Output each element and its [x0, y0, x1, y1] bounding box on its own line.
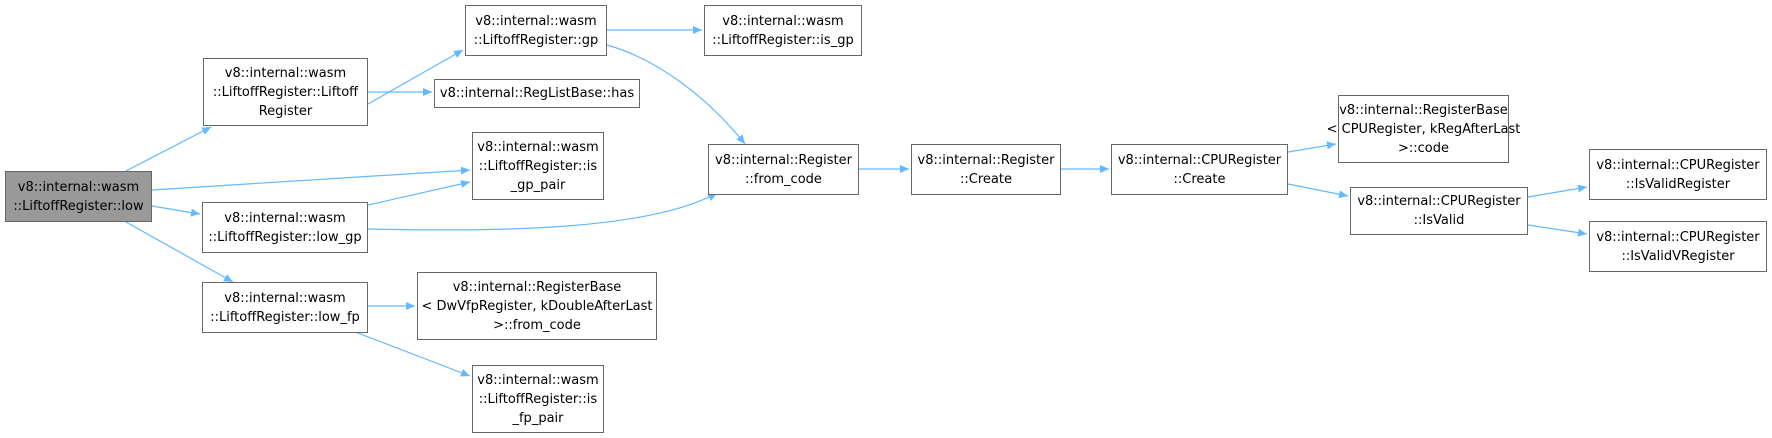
node-cpu-register-is-valid-register[interactable]: v8::internal::CPURegister ::IsValidRegis… [1589, 149, 1767, 200]
node-reglistbase-has[interactable]: v8::internal::RegListBase::has [434, 79, 640, 108]
node-liftoff-register-is-fp-pair[interactable]: v8::internal::wasm ::LiftoffRegister::is… [472, 365, 604, 433]
edge-cpu-create-to-isvalid [1287, 183, 1349, 199]
node-liftoff-register-gp[interactable]: v8::internal::wasm ::LiftoffRegister::gp [465, 5, 607, 56]
edge-ctor-to-gp [367, 49, 464, 105]
node-cpu-register-isvalid[interactable]: v8::internal::CPURegister ::IsValid [1350, 187, 1528, 235]
node-register-from-code[interactable]: v8::internal::Register ::from_code [708, 144, 859, 195]
node-liftoff-register-low-gp[interactable]: v8::internal::wasm ::LiftoffRegister::lo… [202, 202, 368, 253]
node-liftoff-register-ctor[interactable]: v8::internal::wasm ::LiftoffRegister::Li… [203, 58, 368, 126]
edge-cpu-create-to-regbase-code [1287, 141, 1337, 153]
edge-isvalid-to-is-valid-vregister [1527, 224, 1588, 237]
edge-low-to-low-fp [125, 221, 234, 283]
node-liftoff-register-is-gp[interactable]: v8::internal::wasm ::LiftoffRegister::is… [704, 5, 862, 56]
edge-low-to-low-gp [151, 205, 201, 217]
node-registerbase-code[interactable]: v8::internal::RegisterBase < CPURegister… [1327, 95, 1520, 163]
node-liftoff-register-is-gp-pair[interactable]: v8::internal::wasm ::LiftoffRegister::is… [472, 132, 604, 200]
node-register-create[interactable]: v8::internal::Register ::Create [911, 144, 1061, 195]
node-liftoff-register-low[interactable]: v8::internal::wasm ::LiftoffRegister::lo… [5, 171, 152, 222]
edge-low-gp-to-reg-from-code [367, 192, 718, 231]
node-liftoff-register-low-fp[interactable]: v8::internal::wasm ::LiftoffRegister::lo… [202, 282, 368, 333]
edge-isvalid-to-is-valid-register [1527, 184, 1588, 198]
edge-low-fp-to-is-fp-pair [349, 329, 471, 377]
node-dwvfp-register-from-code[interactable]: v8::internal::RegisterBase < DwVfpRegist… [417, 272, 657, 340]
edge-low-to-ctor [125, 126, 212, 172]
edge-gp-to-reg-from-code [606, 44, 746, 145]
node-cpu-register-create[interactable]: v8::internal::CPURegister ::Create [1111, 144, 1288, 195]
edge-low-gp-to-is-gp-pair [367, 180, 471, 206]
node-cpu-register-is-valid-vregister[interactable]: v8::internal::CPURegister ::IsValidVRegi… [1589, 221, 1767, 272]
edge-low-to-is-gp-pair [151, 166, 471, 191]
